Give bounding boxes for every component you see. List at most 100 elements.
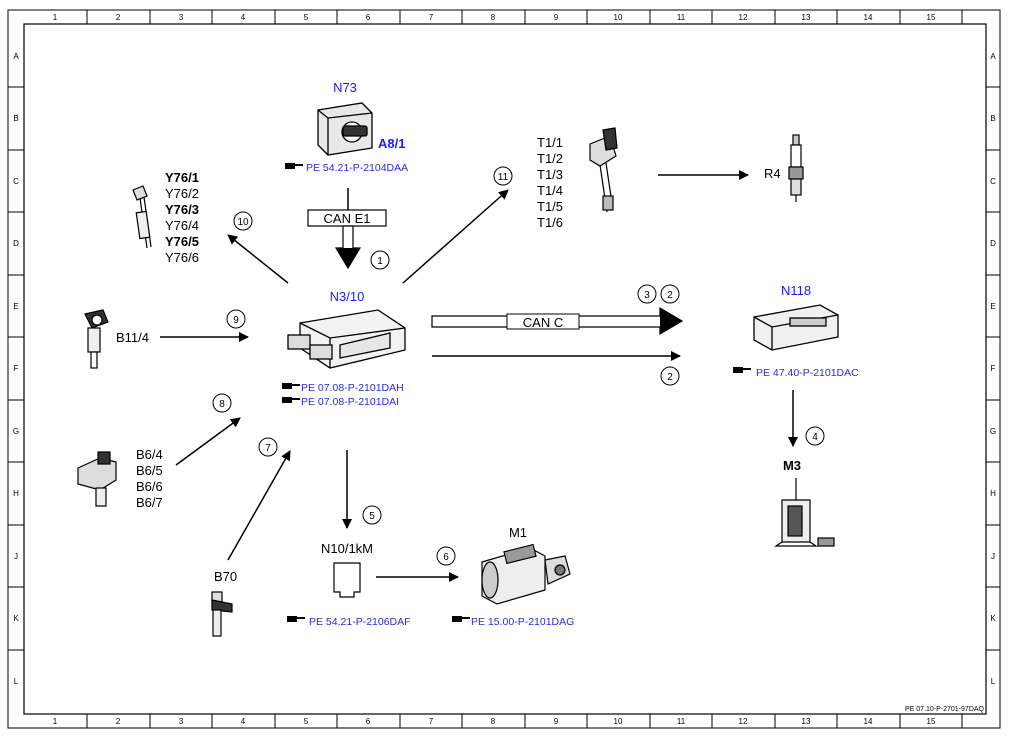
n73-ignition-switch-icon xyxy=(317,102,373,156)
marker-3-text: 3 xyxy=(644,290,650,301)
marker-7: 7 xyxy=(258,437,278,457)
grid-col-11-bottom: 11 xyxy=(677,717,686,726)
ref-n118[interactable]: PE 47.40-P-2101DAC xyxy=(733,367,859,379)
pointing-hand-icon xyxy=(452,616,470,622)
marker-11: 11 xyxy=(493,166,513,186)
grid-col-10: 10 xyxy=(614,13,623,22)
y76-6-label: Y76/6 xyxy=(165,250,199,265)
grid-col-labels-bottom: 1 2 3 4 5 6 7 8 9 10 11 12 13 14 15 xyxy=(53,717,936,726)
marker-2b: 2 xyxy=(660,366,680,386)
ref-n310-2[interactable]: PE 07.08-P-2101DAI xyxy=(282,396,399,408)
r4-label: R4 xyxy=(764,166,781,181)
b6-4-label: B6/4 xyxy=(136,447,163,462)
b114-sensor-icon xyxy=(84,309,109,369)
marker-8-text: 8 xyxy=(219,399,225,410)
grid-row-a: A xyxy=(13,52,19,61)
pointing-hand-icon xyxy=(733,367,751,373)
marker-10-text: 10 xyxy=(237,217,249,228)
grid-row-g: G xyxy=(13,427,19,436)
marker-6-text: 6 xyxy=(443,552,449,563)
grid-row-k: K xyxy=(13,614,19,623)
grid-row-d: D xyxy=(13,239,19,248)
grid-row-l-right: L xyxy=(991,677,996,686)
marker-4-text: 4 xyxy=(812,432,818,443)
can-c-label: CAN C xyxy=(523,315,563,330)
grid-col-4: 4 xyxy=(241,13,246,22)
n118-label: N118 xyxy=(781,283,811,298)
grid-col-5-bottom: 5 xyxy=(304,717,309,726)
grid-row-j: J xyxy=(14,552,18,561)
n310-label: N3/10 xyxy=(330,289,365,304)
ref-n73[interactable]: PE 54.21-P-2104DAA xyxy=(285,162,408,174)
t1-2-label: T1/2 xyxy=(537,151,563,166)
pointing-hand-icon xyxy=(282,383,300,389)
m3-fuel-pump-icon xyxy=(774,478,835,547)
inner-frame xyxy=(23,23,987,715)
grid-col-12: 12 xyxy=(739,13,748,22)
grid-row-a-right: A xyxy=(990,52,996,61)
b70-crankshaft-sensor-icon xyxy=(211,591,233,637)
grid-col-14: 14 xyxy=(864,13,873,22)
r4-spark-plug-icon xyxy=(788,134,804,202)
grid-row-f: F xyxy=(14,364,19,373)
marker-5: 5 xyxy=(362,505,382,525)
grid-row-g-right: G xyxy=(990,427,996,436)
t1-4-label: T1/4 xyxy=(537,183,563,198)
marker-9: 9 xyxy=(226,309,246,329)
grid-col-5: 5 xyxy=(304,13,309,22)
grid-col-9: 9 xyxy=(554,13,559,22)
pointing-hand-icon xyxy=(287,616,305,622)
arrow-b70-to-n310 xyxy=(227,450,291,561)
m1-starter-motor-icon xyxy=(481,543,571,605)
grid-row-e-right: E xyxy=(990,302,995,311)
marker-2b-text: 2 xyxy=(667,372,673,383)
ref-n101km-text[interactable]: PE 54.21-P-2106DAF xyxy=(309,616,411,628)
grid-col-13: 13 xyxy=(802,13,811,22)
y76-4-label: Y76/4 xyxy=(165,218,199,233)
grid-col-15: 15 xyxy=(927,13,936,22)
grid-row-b-right: B xyxy=(990,114,995,123)
marker-5-text: 5 xyxy=(369,511,375,522)
grid-col-8: 8 xyxy=(491,13,496,22)
n73-label: N73 xyxy=(333,80,357,95)
n310-engine-control-unit-icon xyxy=(287,309,406,369)
ref-m1-text[interactable]: PE 15.00-P-2101DAG xyxy=(471,616,574,628)
grid-row-h: H xyxy=(13,489,19,498)
marker-2a: 2 xyxy=(660,284,680,304)
n118-fuel-pump-control-unit-icon xyxy=(753,304,839,351)
grid-row-labels-left: A B C D E F G H J K L xyxy=(13,52,19,686)
b6-7-label: B6/7 xyxy=(136,495,163,510)
marker-10: 10 xyxy=(233,211,253,231)
arrow-n310-to-y76 xyxy=(227,234,289,284)
grid-row-d-right: D xyxy=(990,239,996,248)
grid-col-4-bottom: 4 xyxy=(241,717,246,726)
grid-col-2-bottom: 2 xyxy=(116,717,121,726)
grid-row-f-right: F xyxy=(991,364,996,373)
marker-11-text: 11 xyxy=(498,172,509,183)
ref-n310-2-text[interactable]: PE 07.08-P-2101DAI xyxy=(301,396,399,408)
diagram-id: PE 07.10-P-2701-97DAQ xyxy=(905,706,985,713)
t1-1-label: T1/1 xyxy=(537,135,563,150)
y76-injector-icon xyxy=(132,185,152,249)
ref-m1[interactable]: PE 15.00-P-2101DAG xyxy=(452,616,574,628)
grid-col-12-bottom: 12 xyxy=(739,717,748,726)
grid-col-14-bottom: 14 xyxy=(864,717,873,726)
ref-n310-1[interactable]: PE 07.08-P-2101DAH xyxy=(282,382,404,394)
marker-6: 6 xyxy=(436,546,456,566)
m3-label: M3 xyxy=(783,458,801,473)
grid-row-e: E xyxy=(13,302,18,311)
ref-n310-1-text[interactable]: PE 07.08-P-2101DAH xyxy=(301,382,404,394)
grid-row-k-right: K xyxy=(990,614,996,623)
a81-label: A8/1 xyxy=(378,136,405,151)
marker-8: 8 xyxy=(212,393,232,413)
y76-3-label: Y76/3 xyxy=(165,202,199,217)
ref-n118-text[interactable]: PE 47.40-P-2101DAC xyxy=(756,367,859,379)
grid-col-11: 11 xyxy=(677,13,686,22)
ref-n73-text[interactable]: PE 54.21-P-2104DAA xyxy=(306,162,408,174)
ref-n101km[interactable]: PE 54.21-P-2106DAF xyxy=(287,616,411,628)
b70-label: B70 xyxy=(214,569,237,584)
grid-col-6: 6 xyxy=(366,13,371,22)
marker-2a-text: 2 xyxy=(667,290,673,301)
b6-5-label: B6/5 xyxy=(136,463,163,478)
